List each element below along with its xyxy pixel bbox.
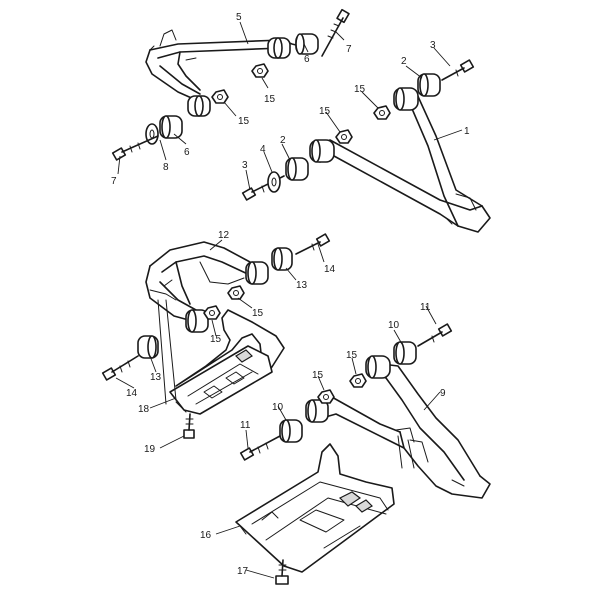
bolt-19 xyxy=(183,413,195,439)
callout-15: 15 xyxy=(346,350,358,361)
callout-13: 13 xyxy=(296,280,308,291)
bushing-6-upper xyxy=(187,33,319,117)
skid-plate-16 xyxy=(235,443,395,573)
callout-16: 16 xyxy=(200,530,212,541)
callout-15: 15 xyxy=(264,94,276,105)
callout-12: 12 xyxy=(218,230,230,241)
callout-15: 15 xyxy=(354,84,366,95)
leader-lines xyxy=(115,21,463,579)
callout-14: 14 xyxy=(324,264,336,275)
bushing-13 xyxy=(137,247,293,359)
nut-15-rear-upper xyxy=(203,285,245,320)
nut-15-upper xyxy=(211,63,269,104)
upper-arm-1 xyxy=(309,87,491,233)
callout-10: 10 xyxy=(388,320,400,331)
callout-15: 15 xyxy=(238,116,250,127)
callout-6: 6 xyxy=(304,54,310,65)
callout-3: 3 xyxy=(242,160,248,171)
bushing-2 xyxy=(285,73,441,181)
callout-9: 9 xyxy=(440,388,446,399)
callout-6: 6 xyxy=(184,147,190,158)
callout-3: 3 xyxy=(430,40,436,51)
bolt-7-lower xyxy=(111,135,159,161)
callout-15: 15 xyxy=(210,334,222,345)
washer-8 xyxy=(145,115,183,145)
callout-14: 14 xyxy=(126,388,138,399)
guard-18 xyxy=(169,309,285,415)
callout-7: 7 xyxy=(111,176,117,187)
rear-arm-12 xyxy=(145,241,269,333)
bolt-7-upper xyxy=(321,8,350,57)
bolt-14 xyxy=(101,233,331,381)
callout-10: 10 xyxy=(272,402,284,413)
callout-8: 8 xyxy=(163,162,169,173)
bolt-17 xyxy=(275,559,289,585)
bolt-11 xyxy=(239,323,453,461)
callout-4: 4 xyxy=(260,144,266,155)
nut-15-rear xyxy=(335,105,391,144)
callout-11: 11 xyxy=(240,420,251,431)
callout-labels: 1 2 2 3 3 4 5 6 6 7 7 8 9 10 10 11 11 12… xyxy=(111,12,470,577)
callout-2: 2 xyxy=(401,56,407,67)
callout-2: 2 xyxy=(280,135,286,146)
callout-17: 17 xyxy=(237,566,249,577)
callout-5: 5 xyxy=(236,12,242,23)
callout-13: 13 xyxy=(150,372,162,383)
washer-4 xyxy=(267,171,281,193)
callout-19: 19 xyxy=(144,444,156,455)
callout-1: 1 xyxy=(464,126,470,137)
callout-11: 11 xyxy=(420,302,431,313)
callout-15: 15 xyxy=(252,308,264,319)
callout-15: 15 xyxy=(319,106,331,117)
nut-15-lower xyxy=(317,373,367,404)
callout-18: 18 xyxy=(138,404,150,415)
callout-15: 15 xyxy=(312,370,324,381)
callout-7: 7 xyxy=(346,44,352,55)
